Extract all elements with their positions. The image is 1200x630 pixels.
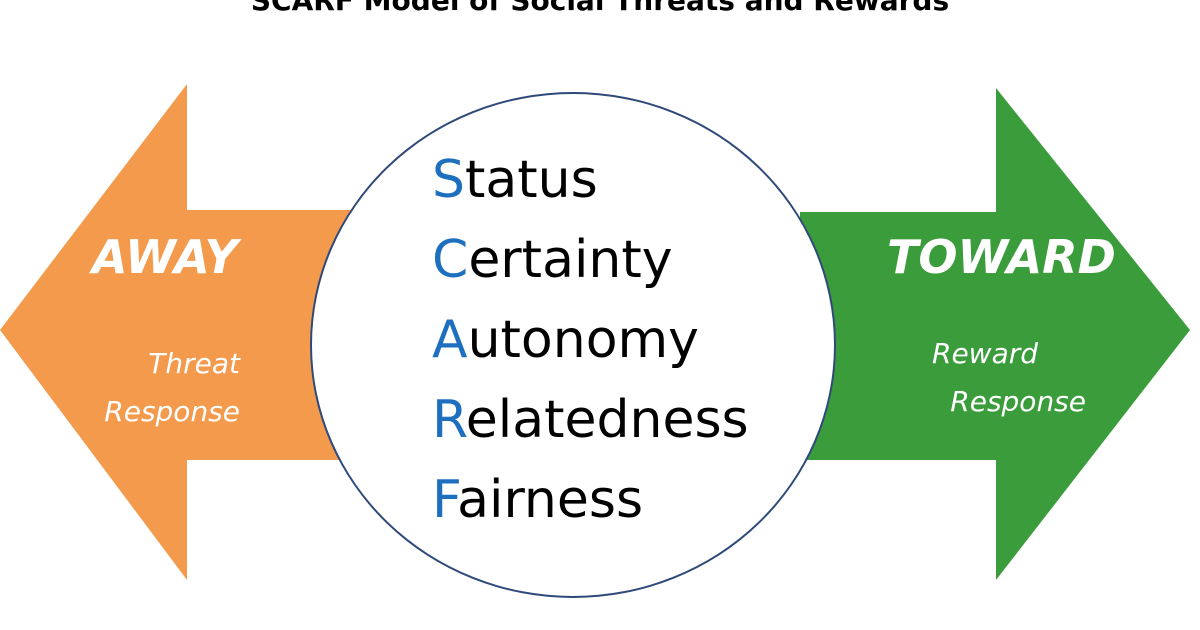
scarf-domains-list: Status Certainty Autonomy Relatedness Fa… bbox=[432, 140, 749, 540]
domain-initial: F bbox=[432, 470, 458, 530]
reward-label-line2: Response bbox=[950, 385, 1086, 418]
away-label: AWAY bbox=[92, 230, 238, 284]
domain-rest: elatedness bbox=[465, 390, 749, 450]
threat-label-line1: Threat bbox=[148, 347, 240, 380]
domain-relatedness: Relatedness bbox=[432, 380, 749, 460]
domain-initial: R bbox=[432, 390, 466, 450]
domain-autonomy: Autonomy bbox=[432, 300, 749, 380]
toward-label: TOWARD bbox=[887, 230, 1116, 284]
domain-rest: airness bbox=[457, 470, 644, 530]
threat-label-line2: Response bbox=[104, 395, 240, 428]
reward-response-label: Reward Response bbox=[900, 330, 1086, 426]
diagram-title: SCARF Model of Social Threats and Reward… bbox=[250, 0, 950, 17]
domain-status: Status bbox=[432, 140, 749, 220]
center-circle bbox=[310, 92, 836, 598]
domain-rest: utonomy bbox=[467, 310, 699, 370]
domain-initial: C bbox=[432, 230, 469, 290]
domain-certainty: Certainty bbox=[432, 220, 749, 300]
domain-rest: tatus bbox=[465, 150, 598, 210]
toward-arrow bbox=[800, 88, 1190, 580]
away-arrow bbox=[0, 84, 360, 580]
reward-label-line1: Reward bbox=[932, 337, 1039, 370]
threat-response-label: Threat Response bbox=[60, 340, 240, 436]
domain-initial: A bbox=[432, 310, 468, 370]
domain-fairness: Fairness bbox=[432, 460, 749, 540]
domain-rest: ertainty bbox=[468, 230, 673, 290]
domain-initial: S bbox=[432, 150, 466, 210]
